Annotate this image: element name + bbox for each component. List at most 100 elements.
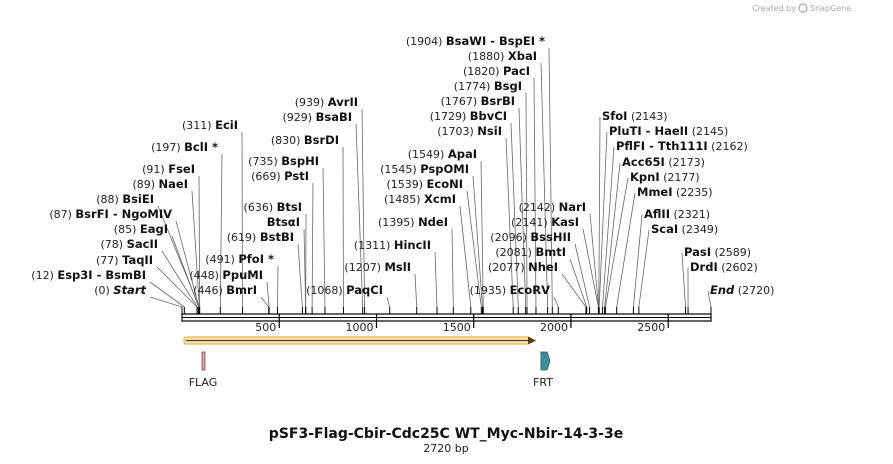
site-name: HincII	[394, 238, 431, 252]
site-label[interactable]: (619) BstBI	[227, 230, 294, 244]
site-name: PspOMI	[420, 162, 469, 176]
site-label[interactable]: (446) BmrI	[193, 283, 257, 297]
site-position: (311)	[182, 119, 215, 132]
site-label[interactable]: (669) PstI	[251, 169, 309, 183]
site-name: EagI	[140, 222, 168, 236]
site-label[interactable]: (1068) PaqCI	[306, 283, 383, 297]
site-label[interactable]: (1774) BsgI	[454, 79, 522, 93]
site-label[interactable]: PasI (2589)	[684, 245, 751, 259]
site-label[interactable]: (2081) BmtI	[495, 245, 566, 259]
site-label[interactable]: (91) FseI	[142, 162, 195, 176]
feature-frt[interactable]: FRT	[533, 351, 553, 389]
site-label[interactable]: (1767) BsrBI	[441, 94, 515, 108]
site-label[interactable]: (491) PfoI *	[205, 252, 274, 266]
site-label[interactable]: (1549) ApaI	[408, 147, 477, 161]
label-leader-line	[525, 92, 528, 308]
site-label[interactable]: (77) TaqII	[96, 253, 153, 267]
label-leader-line	[156, 266, 198, 308]
site-name: KasI	[551, 215, 579, 229]
site-label[interactable]: (1729) BbvCI	[430, 109, 507, 123]
site-position: (2081)	[495, 246, 535, 259]
ruler-tick-label: 1500	[443, 321, 471, 334]
site-label[interactable]: (78) SacII	[101, 237, 159, 251]
site-label[interactable]: (12) Esp3I - BsmBI	[31, 268, 146, 282]
label-leader-line	[598, 131, 608, 308]
site-name: BsrBI	[481, 94, 515, 108]
site-label[interactable]: ScaI (2349)	[651, 222, 718, 236]
site-label[interactable]: End (2720)	[710, 283, 774, 297]
site-label[interactable]: (448) PpuMI	[189, 268, 263, 282]
site-name: ScaI	[651, 222, 678, 236]
site-position: (2235)	[673, 186, 713, 199]
site-label[interactable]: (1545) PspOMI	[380, 162, 469, 176]
site-label[interactable]: (85) EagI	[114, 222, 168, 236]
site-position: (448)	[189, 269, 222, 282]
site-label[interactable]: (89) NaeI	[132, 177, 188, 191]
site-label[interactable]: (311) EciI	[182, 118, 238, 132]
site-label[interactable]: (2096) BssHII	[490, 230, 571, 244]
site-label-text: PluTI - HaeII (2145)	[609, 124, 728, 138]
label-leader-line	[533, 77, 537, 308]
site-label[interactable]: (1311) HincII	[354, 238, 431, 252]
site-label[interactable]: KpnI (2177)	[630, 170, 700, 184]
site-label-text: (311) EciI	[182, 118, 238, 132]
feature-label-frt: FRT	[533, 376, 553, 389]
site-label[interactable]: (1904) BsaWI - BspEI *	[406, 34, 545, 48]
site-label-text: (446) BmrI	[193, 283, 257, 297]
site-name: NdeI	[418, 215, 448, 229]
site-label[interactable]: (197) BclI *	[151, 140, 218, 154]
label-leader-line	[191, 190, 200, 308]
site-label[interactable]: (0) Start	[94, 283, 146, 297]
site-name: Start	[113, 283, 146, 297]
site-label[interactable]: DrdI (2602)	[690, 260, 758, 274]
site-position: (78)	[101, 238, 127, 251]
site-label[interactable]: BtsαI	[267, 215, 300, 229]
site-label-text: (88) BsiEI	[96, 192, 154, 206]
site-label[interactable]: (1395) NdeI	[378, 215, 448, 229]
label-leader-line	[589, 213, 599, 308]
label-leader-line	[260, 296, 270, 308]
site-label[interactable]: Acc65I (2173)	[622, 155, 705, 169]
site-label[interactable]: (1539) EcoNI	[386, 177, 463, 191]
site-label[interactable]: PluTI - HaeII (2145)	[609, 124, 728, 138]
site-label[interactable]: (929) BsaBI	[283, 110, 353, 124]
site-label[interactable]: SfoI (2143)	[602, 109, 668, 123]
site-label[interactable]: (1207) MslI	[344, 260, 411, 274]
site-label-text: (1207) MslI	[344, 260, 411, 274]
site-position: (669)	[251, 170, 284, 183]
site-label[interactable]: (2077) NheI	[488, 260, 558, 274]
site-label[interactable]: (830) BsrDI	[271, 133, 339, 147]
site-label[interactable]: MmeI (2235)	[637, 185, 713, 199]
feature-flag[interactable]: FLAG	[189, 351, 218, 389]
label-leader-line	[459, 205, 472, 308]
site-label[interactable]: (1935) EcoRV	[470, 283, 551, 297]
site-label[interactable]: (1880) XbaI	[468, 49, 537, 63]
site-name: BtsαI	[267, 215, 300, 229]
label-leader-line	[322, 167, 326, 308]
site-position: (77)	[96, 254, 122, 267]
site-label[interactable]: (735) BspHI	[248, 154, 319, 168]
site-label-text: (939) AvrII	[295, 95, 358, 109]
site-label-text: (91) FseI	[142, 162, 195, 176]
map-title: pSF3-Flag-Cbir-Cdc25C WT_Myc-Nbir-14-3-3…	[269, 426, 623, 442]
site-label-text: (1395) NdeI	[378, 215, 448, 229]
site-label[interactable]: (87) BsrFI - NgoMIV	[49, 207, 172, 221]
site-name: PacI	[503, 64, 530, 78]
site-label[interactable]: (636) BtsI	[244, 200, 302, 214]
site-label[interactable]: (1485) XcmI	[384, 192, 456, 206]
site-position: (87)	[49, 208, 75, 221]
site-label[interactable]: (1820) PacI	[463, 64, 530, 78]
label-leader-line	[707, 290, 712, 308]
site-name: SacII	[127, 237, 158, 251]
site-label[interactable]: (1703) NsiI	[437, 124, 502, 138]
site-label[interactable]: PflFI - Tth111I (2162)	[616, 139, 748, 153]
site-label[interactable]: (939) AvrII	[295, 95, 358, 109]
label-leader-line	[157, 205, 200, 308]
site-position: (2589)	[711, 246, 751, 259]
site-position: (1729)	[430, 110, 470, 123]
site-position: (2321)	[670, 208, 710, 221]
site-label[interactable]: (2142) NarI	[519, 200, 586, 214]
site-label[interactable]: AflII (2321)	[644, 207, 710, 221]
site-label[interactable]: (2141) KasI	[511, 215, 579, 229]
site-label[interactable]: (88) BsiEI	[96, 192, 154, 206]
